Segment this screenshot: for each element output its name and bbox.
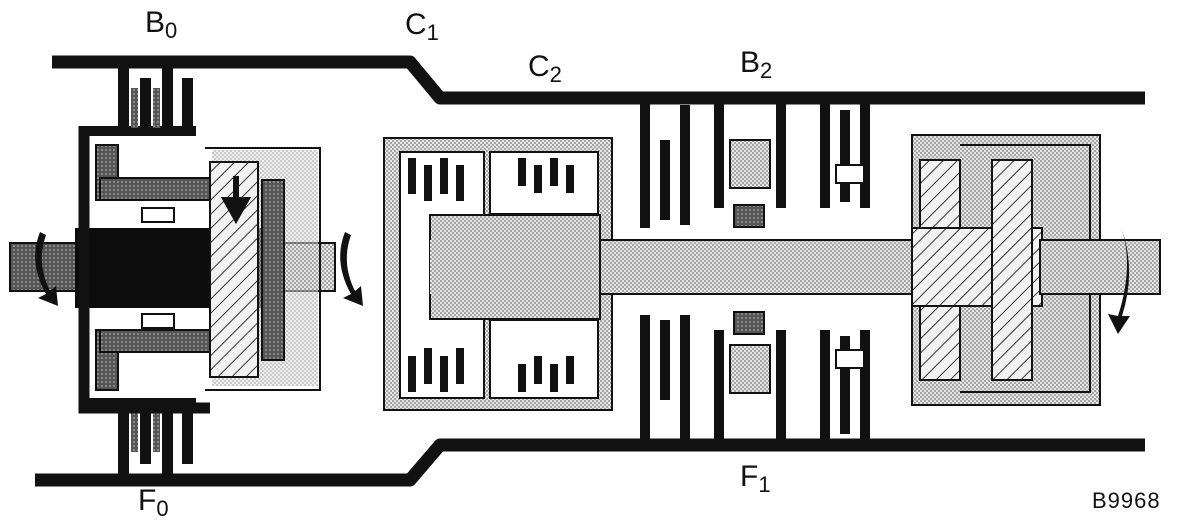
label-f0: F0 <box>138 484 169 521</box>
label-c1: C1 <box>405 8 439 45</box>
rotation-arrow-icons <box>35 220 1130 334</box>
rear-planetary <box>911 134 1161 406</box>
brake-b2-and-f1 <box>640 98 870 445</box>
clutch-c1-c2 <box>383 137 613 411</box>
label-f1: F1 <box>740 460 771 497</box>
overdrive-drum <box>78 126 321 414</box>
label-b2: B2 <box>740 46 773 83</box>
label-c2: C2 <box>528 50 562 87</box>
housing <box>35 55 1145 487</box>
label-b0: B0 <box>145 6 178 43</box>
brake-b0 <box>84 68 196 136</box>
figure-reference: B9968 <box>1092 488 1161 513</box>
intermediate-shaft <box>599 239 921 295</box>
